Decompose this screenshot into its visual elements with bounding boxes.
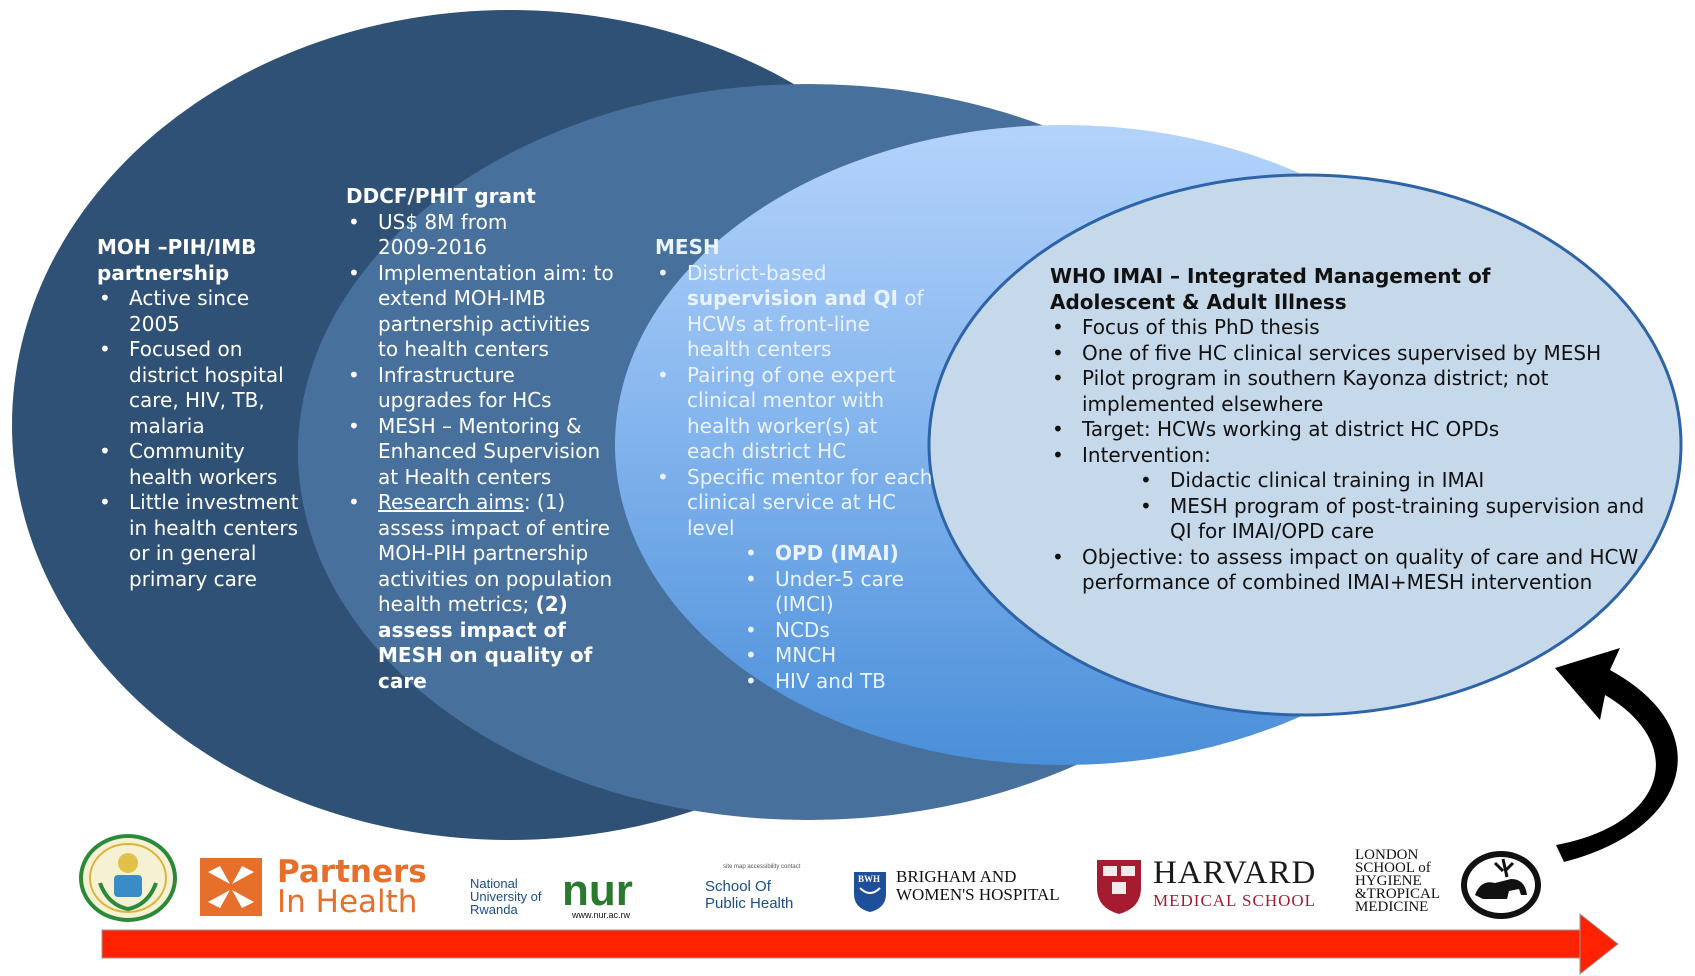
pih-logo: Partners In Health [200,856,427,920]
sph-logo: site map accessibility contact School Of… [705,864,825,914]
ddcf-title: DDCF/PHIT grant [346,184,536,208]
mesh-item1-pre: District-based [687,260,827,285]
harvard-logo: HARVARD MEDICAL SCHOOL [1095,856,1325,918]
curved-arrow [1555,648,1678,862]
moh-item: Focused on district hospital care, HIV, … [97,337,289,439]
mesh-sub-item: MNCH [743,643,935,669]
lshtm-line-2: SCHOOL of [1355,860,1431,876]
lshtm-emblem-icon [1461,851,1541,919]
who-sub-item: MESH program of post-training supervisio… [1138,494,1650,545]
lshtm-line-1: LONDON [1355,847,1419,863]
mesh-block: MESH District-based supervision and QI o… [655,235,935,694]
harvard-name: HARVARD [1153,855,1317,891]
sph-small-links: site map accessibility contact [723,864,801,870]
lshtm-line-5: MEDICINE [1355,899,1429,915]
pih-name-1: Partners [277,854,427,890]
ddcf-item: Implementation aim: to extend MOH-IMB pa… [346,261,616,363]
bwh-line-1: BRIGHAM AND [896,867,1017,886]
moh-block: MOH –PIH/IMB partnership Active since 20… [97,235,299,592]
moh-item: Active since 2005 [97,286,259,337]
mesh-item1-post: of HCWs at front-line health centers [687,286,924,361]
mesh-sub-item: HIV and TB [743,669,935,695]
moh-item: Little investment in health centers or i… [97,490,299,592]
mesh-sub-item: NCDs [743,618,935,644]
mesh-sub-item: Under-5 care (IMCI) [743,567,945,618]
mesh-sub-item: OPD (IMAI) [743,541,935,567]
who-item: Pilot program in southern Kayonza distri… [1050,366,1622,417]
mesh-title: MESH [655,235,720,259]
ddcf-research-item: Research aims: (1) assess impact of enti… [346,490,616,694]
harvard-sub: MEDICAL SCHOOL [1153,891,1317,910]
nur-line-3: Rwanda [470,902,518,917]
bwh-logo: BWH BRIGHAM AND WOMEN'S HOSPITAL [852,866,1067,914]
who-item: Focus of this PhD thesis [1050,315,1650,341]
mesh-sub-bold: OPD (IMAI) [775,541,899,565]
sph-line-1: School Of [705,878,771,895]
ddcf-block: DDCF/PHIT grant US$ 8M from 2009-2016 Im… [346,184,616,694]
who-item: Objective: to assess impact on quality o… [1050,545,1642,596]
red-arrow-head [1579,912,1619,976]
who-block: WHO IMAI – Integrated Management of Adol… [1050,264,1650,596]
who-title-1: WHO IMAI – Integrated Management of [1050,264,1491,288]
seal-icon [79,834,177,922]
mesh-item: Specific mentor for each clinical servic… [655,465,935,542]
red-arrow-shaft [101,929,1588,959]
nur-logo: National University of Rwanda nur www.nu… [470,869,670,921]
nur-line-1: National [470,876,518,891]
ddcf-item: MESH – Mentoring & Enhanced Supervision … [346,414,623,491]
research-aims-label: Research aims [378,490,524,514]
veritas-shield-icon [1097,860,1141,914]
who-item: Intervention: [1050,443,1650,469]
moh-title-2: partnership [97,260,230,285]
who-item: Target: HCWs working at district HC OPDs [1050,417,1650,443]
nur-mark: nur [562,866,633,915]
research-aims-text: : (1) assess impact of entire MOH-PIH pa… [378,490,613,616]
lshtm-line-3: HYGIENE [1355,873,1422,889]
mesh-item: Pairing of one expert clinical mentor wi… [655,363,927,465]
bwh-badge: BWH [858,874,881,884]
who-title-2: Adolescent & Adult Illness [1050,289,1347,314]
rwanda-seal-logo [78,833,178,923]
mesh-item1-bold: supervision and QI [687,286,898,310]
shield-icon [854,872,886,912]
bwh-line-2: WOMEN'S HOSPITAL [896,885,1060,904]
moh-item: Community health workers [97,439,279,490]
pih-name-2: In Health [277,884,418,920]
lshtm-logo: LONDON SCHOOL of HYGIENE &TROPICAL MEDIC… [1355,847,1545,923]
research-aims-bold: (2) assess impact of MESH on quality of … [378,592,593,693]
who-sub-item: Didactic clinical training in IMAI [1138,468,1650,494]
lshtm-line-4: &TROPICAL [1355,886,1441,902]
nur-url: www.nur.ac.rw [572,910,631,920]
mesh-item: District-based supervision and QI of HCW… [655,261,935,363]
ddcf-item: Infrastructure upgrades for HCs [346,363,578,414]
ddcf-item: US$ 8M from 2009-2016 [346,210,548,261]
sph-line-2: Public Health [705,895,794,912]
who-item: One of five HC clinical services supervi… [1050,341,1650,367]
nur-line-2: University of [470,889,542,904]
moh-title-1: MOH –PIH/IMB [97,235,257,259]
hands-icon [200,858,262,916]
